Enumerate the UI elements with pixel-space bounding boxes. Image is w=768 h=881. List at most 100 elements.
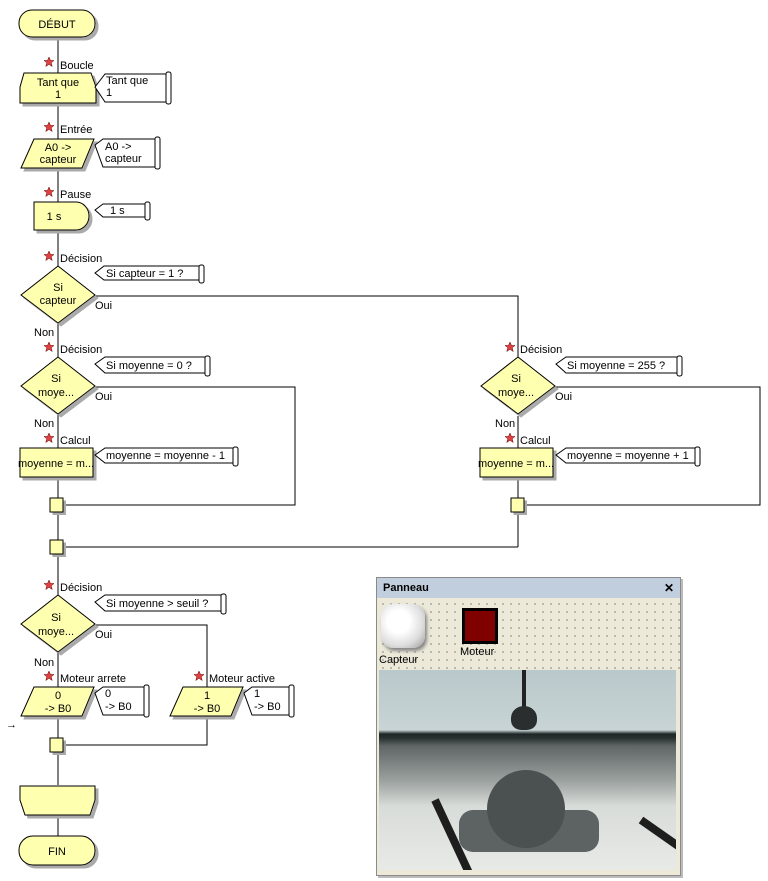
calc2-tag: Calcul <box>520 435 551 447</box>
calc1-comment[interactable]: moyenne = moyenne - 1 <box>94 446 239 467</box>
wiper-right <box>638 816 676 858</box>
decision4-comment[interactable]: Si moyenne > seuil ? <box>94 593 227 615</box>
decision1-no: Non <box>34 327 54 339</box>
decision-moyenne-255[interactable]: Décision Si moye... Oui Non <box>480 341 572 430</box>
pause-comment-text: 1 s <box>110 205 125 217</box>
out-off-comment-1: 0 <box>105 688 111 700</box>
input-text-1: A0 -> <box>45 142 72 154</box>
decision4-yes: Oui <box>95 629 112 641</box>
out-on-comment[interactable]: 1 -> B0 <box>243 684 295 718</box>
decision3-text-2: moye... <box>498 387 534 399</box>
out-off-text-2: -> B0 <box>45 703 72 715</box>
start-terminal[interactable]: DÉBUT <box>18 9 96 38</box>
capteur-label: Capteur <box>379 654 419 666</box>
pause-block[interactable]: Pause 1 s <box>33 186 91 231</box>
decision3-comment[interactable]: Si moyenne = 255 ? <box>555 355 683 377</box>
decision2-text-1: Si <box>51 373 61 385</box>
loop-block[interactable]: Boucle Tant que 1 <box>19 56 97 104</box>
decision1-text-2: capteur <box>40 295 77 307</box>
star-icon <box>43 250 55 261</box>
junction-3[interactable] <box>510 497 525 513</box>
windshield-image <box>379 670 676 870</box>
decision-capteur[interactable]: Décision Si capteur Oui Non <box>20 250 112 339</box>
decision4-text-2: moye... <box>38 626 74 638</box>
decision1-comment-text: Si capteur = 1 ? <box>106 268 183 280</box>
decision1-yes: Oui <box>95 300 112 312</box>
decision4-comment-text: Si moyenne > seuil ? <box>106 598 208 610</box>
start-label: DÉBUT <box>38 18 76 31</box>
calc-increment[interactable]: Calcul moyenne = m... <box>478 432 554 478</box>
loop-end-block[interactable] <box>19 785 96 816</box>
moteur-label: Moteur <box>460 646 495 658</box>
input-block[interactable]: Entrée A0 -> capteur <box>20 121 95 169</box>
out-on-text-2: -> B0 <box>194 703 221 715</box>
decision2-tag: Décision <box>60 344 102 356</box>
calc2-comment[interactable]: moyenne = moyenne + 1 <box>555 446 701 467</box>
loop-comment-1: Tant que <box>106 75 148 87</box>
panneau-controls: Capteur Moteur <box>377 598 680 670</box>
decision1-tag: Décision <box>60 253 102 265</box>
star-icon <box>43 432 55 443</box>
calc1-tag: Calcul <box>60 435 91 447</box>
calc1-text: moyenne = m... <box>18 458 94 470</box>
decision1-comment[interactable]: Si capteur = 1 ? <box>94 264 205 284</box>
input-text-2: capteur <box>40 154 77 166</box>
decision3-text-1: Si <box>511 373 521 385</box>
loop-comment-2: 1 <box>106 87 112 99</box>
decision2-comment[interactable]: Si moyenne = 0 ? <box>94 355 211 377</box>
output-moteur-active[interactable]: Moteur active 1 -> B0 <box>169 670 275 717</box>
out-on-comment-1: 1 <box>254 688 260 700</box>
antenna <box>522 670 526 710</box>
decision-moyenne-seuil[interactable]: Décision Si moye... Oui Non <box>20 579 112 669</box>
rain-sensor <box>487 770 565 848</box>
antenna-base <box>511 706 537 730</box>
end-terminal[interactable]: FIN <box>18 835 96 866</box>
loop-text-1: Tant que <box>37 77 79 89</box>
end-label: FIN <box>48 846 66 858</box>
calc-decrement[interactable]: Calcul moyenne = m... <box>18 432 94 478</box>
pause-tag: Pause <box>60 189 91 201</box>
decision4-text-1: Si <box>51 612 61 624</box>
decision-moyenne-0[interactable]: Décision Si moye... Oui Non <box>20 341 112 430</box>
decision2-no: Non <box>34 418 54 430</box>
decision2-text-2: moye... <box>38 387 74 399</box>
calc2-comment-text: moyenne = moyenne + 1 <box>567 450 689 462</box>
close-icon[interactable]: ✕ <box>663 581 674 595</box>
star-icon <box>43 121 55 132</box>
out-off-text-1: 0 <box>55 690 61 702</box>
out-on-text-1: 1 <box>204 690 210 702</box>
star-icon <box>43 186 55 197</box>
decision2-comment-text: Si moyenne = 0 ? <box>106 360 192 372</box>
star-icon <box>193 670 205 681</box>
output-moteur-arrete[interactable]: Moteur arrete 0 -> B0 <box>20 670 126 717</box>
loop-tag: Boucle <box>60 60 94 72</box>
pause-comment[interactable]: 1 s <box>94 201 151 221</box>
decision3-tag: Décision <box>520 344 562 356</box>
star-icon <box>504 432 516 443</box>
loop-text-2: 1 <box>55 89 61 101</box>
input-tag: Entrée <box>60 124 92 136</box>
star-icon <box>43 341 55 352</box>
panneau-titlebar[interactable]: Panneau ✕ <box>377 578 680 598</box>
junction-2[interactable] <box>49 539 64 555</box>
loop-comment[interactable]: Tant que 1 <box>94 71 172 105</box>
star-icon <box>43 579 55 590</box>
execution-pointer-icon: → <box>6 719 17 731</box>
capteur-button[interactable] <box>381 604 425 648</box>
input-comment[interactable]: A0 -> capteur <box>94 136 161 170</box>
moteur-indicator <box>462 608 498 644</box>
decision3-no: Non <box>495 418 515 430</box>
star-icon <box>43 670 55 681</box>
out-off-comment-2: -> B0 <box>105 701 132 713</box>
panneau-window: Panneau ✕ Capteur Moteur <box>376 577 681 876</box>
out-off-comment[interactable]: 0 -> B0 <box>94 684 150 718</box>
out-off-tag: Moteur arrete <box>60 673 126 685</box>
calc1-comment-text: moyenne = moyenne - 1 <box>106 450 225 462</box>
input-comment-1: A0 -> <box>105 141 132 153</box>
decision4-tag: Décision <box>60 582 102 594</box>
junction-1[interactable] <box>49 497 64 513</box>
junction-4[interactable] <box>49 737 64 753</box>
decision2-yes: Oui <box>95 391 112 403</box>
decision3-yes: Oui <box>555 391 572 403</box>
